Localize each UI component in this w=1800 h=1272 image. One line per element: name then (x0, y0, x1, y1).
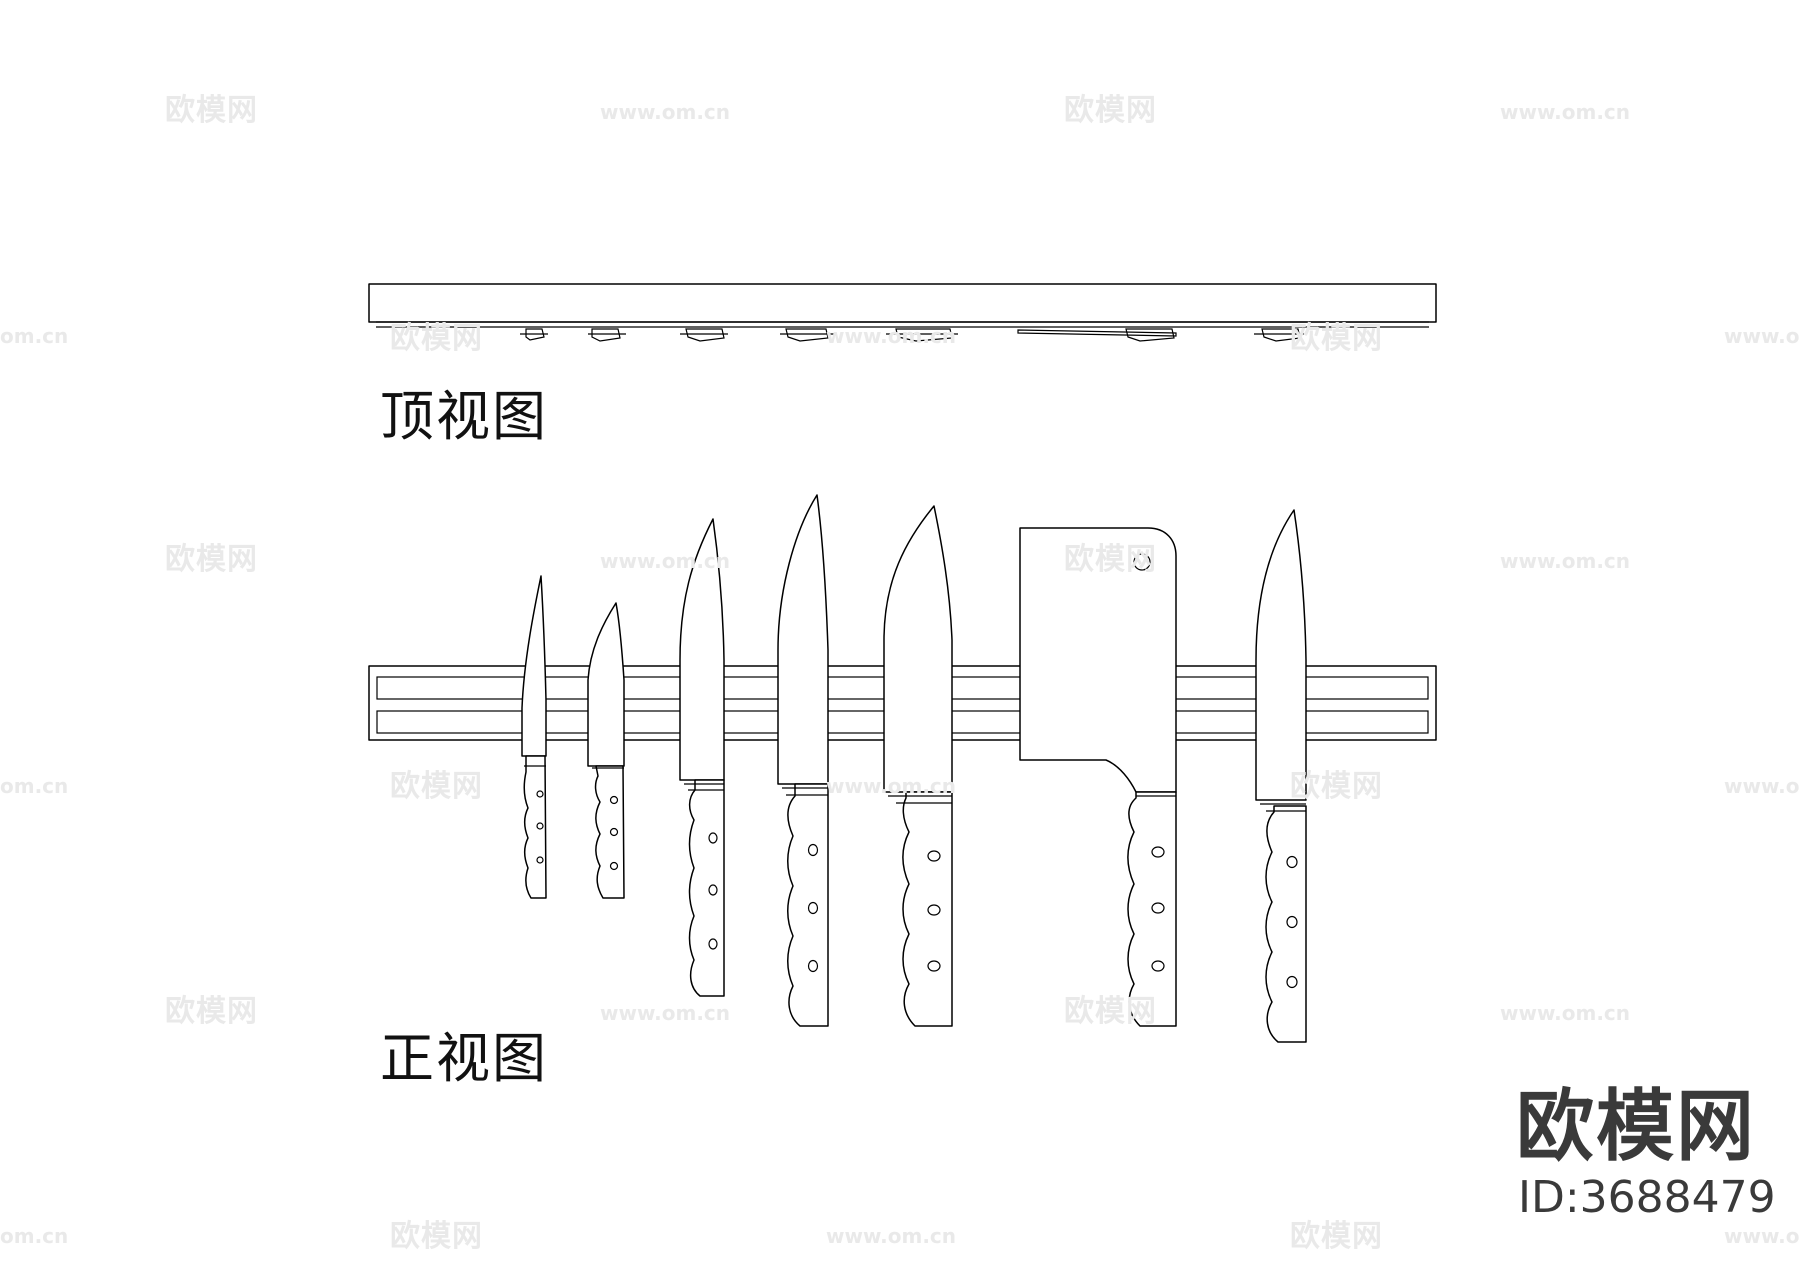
model-id: ID:3688479 (1518, 1172, 1776, 1223)
watermark-url-partial: om.cn (0, 324, 69, 348)
watermark-brand: 欧模网 (390, 769, 483, 804)
watermark-url: www.om.cn (600, 1001, 731, 1025)
front-view-knife-4 (777, 494, 829, 1027)
top-view-knife-2 (588, 328, 626, 342)
watermark-brand: 欧模网 (1064, 994, 1157, 1029)
front-view-label: 正视图 (380, 1027, 548, 1090)
top-view-knife-5 (886, 328, 958, 342)
front-view-knife-5 (883, 505, 953, 1027)
watermark-url: www.om.cn (1500, 1001, 1631, 1025)
watermark-url: www.om.cn (600, 100, 731, 124)
watermark-url: www.om.cn (826, 324, 957, 348)
watermark-url: www.om.cn (1500, 549, 1631, 573)
watermark-url-partial: om.cn (0, 1224, 69, 1248)
front-view (368, 494, 1437, 1043)
watermark-url: www.om.cn (600, 549, 731, 573)
top-view-knife-6 (1017, 328, 1177, 342)
watermark-url-partial: om.cn (0, 774, 69, 798)
watermark-brand: 欧模网 (165, 542, 258, 577)
top-view-knife-3 (680, 328, 728, 342)
watermark-brand: 欧模网 (390, 321, 483, 356)
top-view-rack-bar (368, 283, 1437, 323)
top-view-knife-4 (780, 328, 834, 342)
watermark-brand: 欧模网 (1290, 769, 1383, 804)
watermark-brand: 欧模网 (1064, 93, 1157, 128)
watermark-brand: 欧模网 (1064, 542, 1157, 577)
front-view-knife-2 (587, 602, 625, 899)
top-view (368, 283, 1437, 342)
front-view-knife-7 (1255, 509, 1307, 1043)
top-view-knife-7 (1254, 328, 1304, 342)
front-view-knife-1 (521, 575, 547, 899)
watermark-brand: 欧模网 (390, 1219, 483, 1254)
watermark-url: www.om.cn (826, 774, 957, 798)
top-view-label: 顶视图 (380, 385, 548, 448)
watermark-brand: 欧模网 (1290, 321, 1383, 356)
watermark-url-partial: www.om.cn (1724, 774, 1800, 798)
watermark-url-partial: www.om.cn (1724, 1224, 1800, 1248)
watermark-url-partial: www.om.cn (1724, 324, 1800, 348)
watermark-brand: 欧模网 (165, 93, 258, 128)
front-view-knife-3 (679, 518, 725, 997)
front-view-knife-6 (1019, 527, 1177, 1027)
watermark-brand: 欧模网 (165, 994, 258, 1029)
top-view-knife-1 (520, 328, 548, 341)
watermark-brand: 欧模网 (1290, 1219, 1383, 1254)
watermark-url: www.om.cn (1500, 100, 1631, 124)
watermark-url: www.om.cn (826, 1224, 957, 1248)
brand-logo: 欧模网 (1516, 1082, 1757, 1172)
